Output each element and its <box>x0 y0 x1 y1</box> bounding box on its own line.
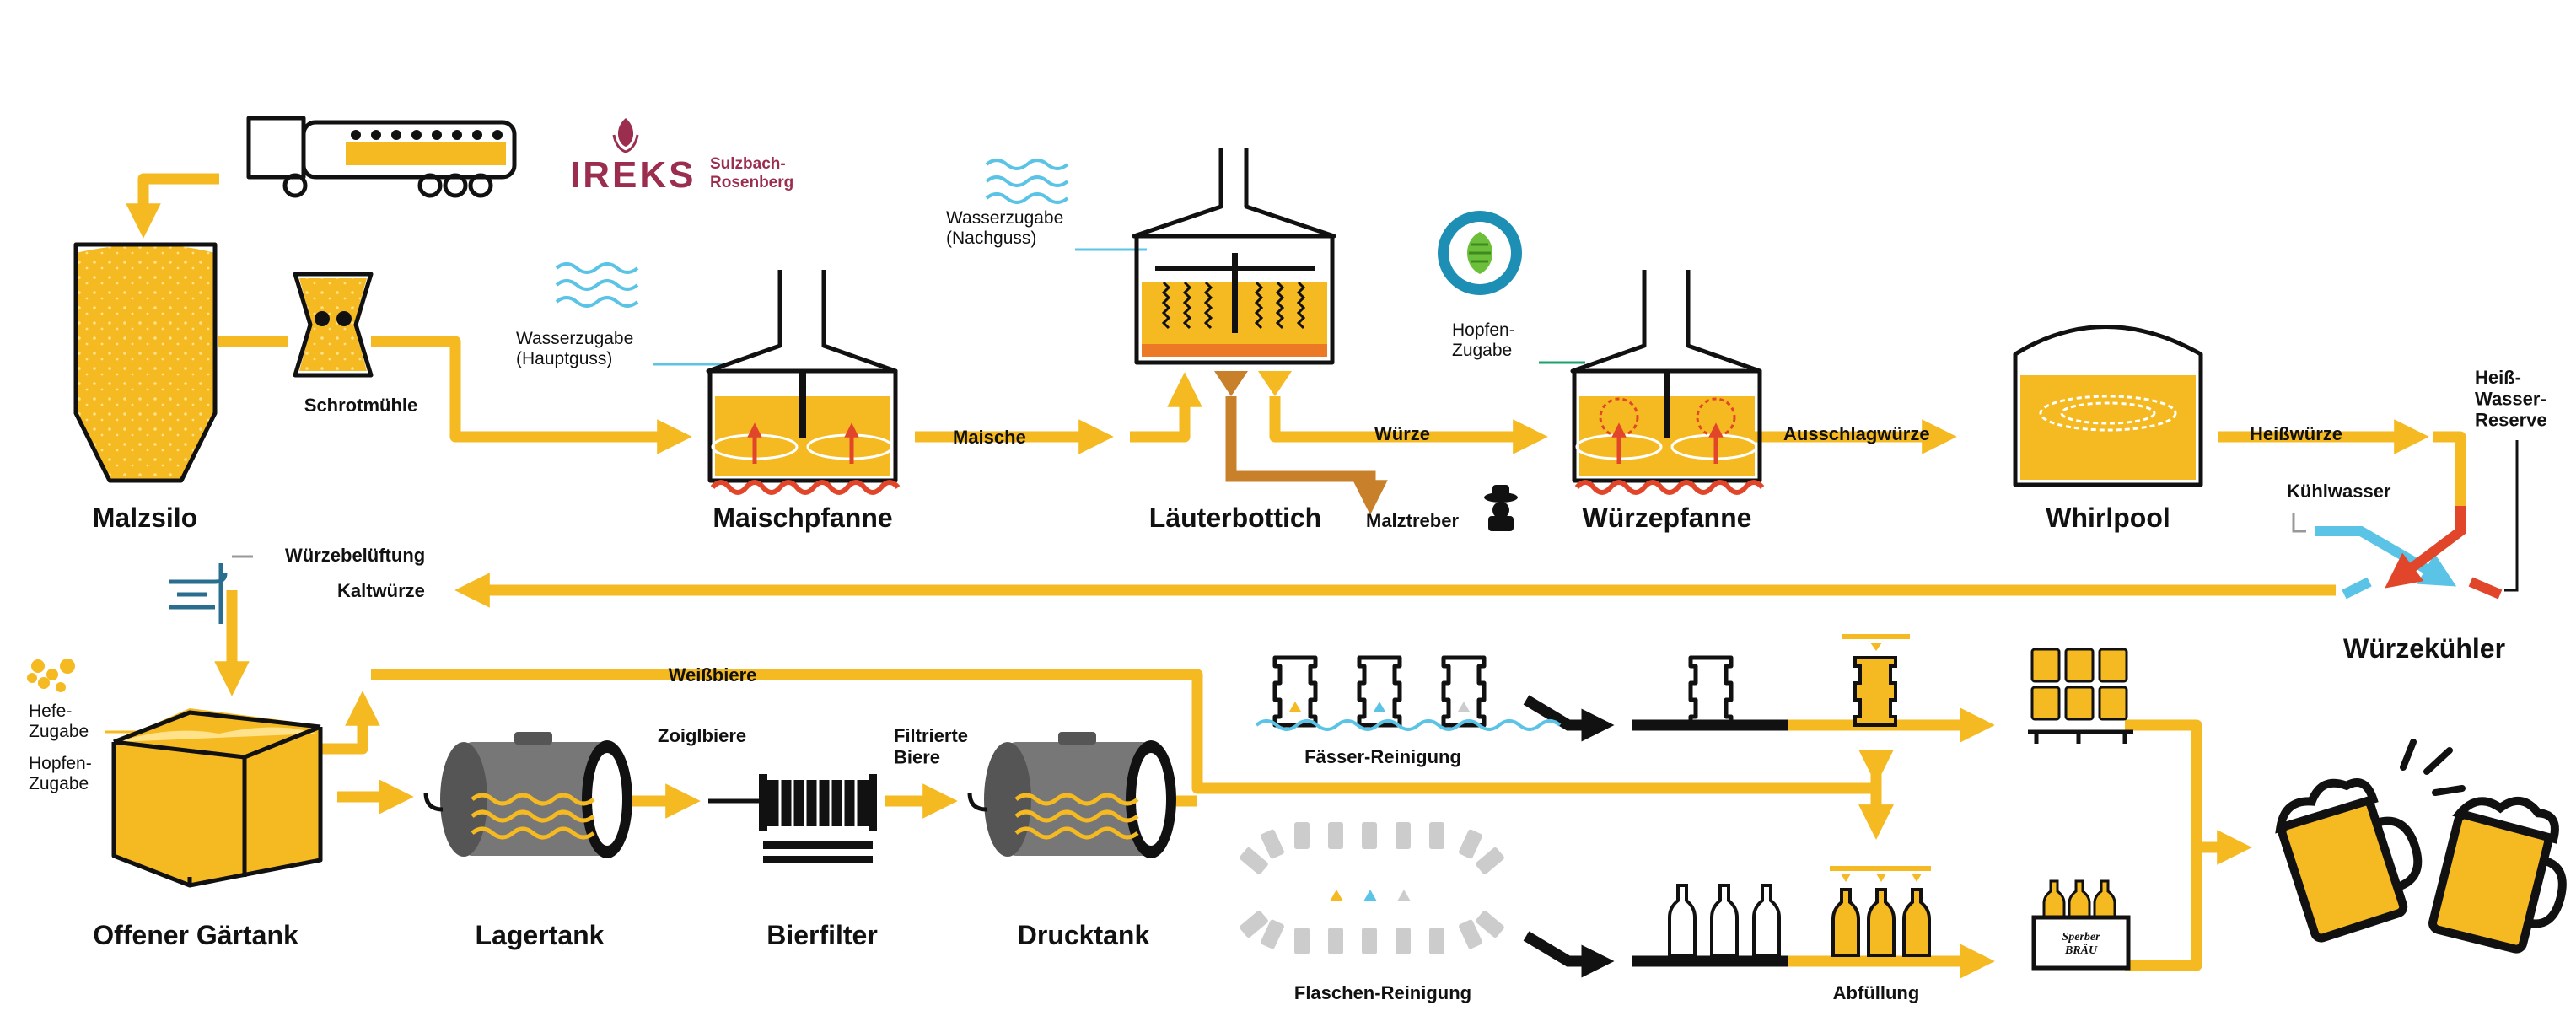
malzsilo-label: Malzsilo <box>93 503 197 533</box>
maischpfanne-label: Maischpfanne <box>713 503 892 533</box>
hopfen-zugabe-2-label: Hopfen-Zugabe <box>29 754 92 793</box>
yeast-icon <box>27 659 75 692</box>
laeuterbottich-icon <box>1132 148 1336 396</box>
ireks-logo: IREKS Sulzbach-Rosenberg <box>570 118 793 196</box>
abfuellung-label: Abfüllung <box>1833 982 1920 1003</box>
hallertau-seal-icon <box>1438 211 1522 295</box>
bierfilter-icon <box>708 774 877 863</box>
hefe-zugabe-label: Hefe-Zugabe <box>29 702 89 741</box>
keg-icon <box>1688 655 1734 728</box>
filled-bottles-icon <box>1830 866 1931 957</box>
lagertank-icon <box>423 732 632 858</box>
faesser-reinigung-label: Fässer-Reinigung <box>1304 746 1461 767</box>
water-icon <box>985 159 1069 204</box>
wuerzekuehler-label: Würzekühler <box>2343 633 2505 664</box>
heisswasser-reserve-label: Heiß-Wasser-Reserve <box>2475 367 2547 431</box>
conveyor-lines <box>1523 695 1788 978</box>
keg-cleaning-icon <box>1255 655 1562 731</box>
maischpfanne-icon <box>706 270 901 495</box>
schrotmuehle-icon <box>293 272 374 378</box>
weissbiere-label: Weißbiere <box>669 664 757 686</box>
ausschlagwuerze-label: Ausschlagwürze <box>1783 423 1930 444</box>
malztreber-label: Malztreber <box>1366 510 1459 531</box>
bierfilter-label: Bierfilter <box>766 920 878 950</box>
flaschen-reinigung-label: Flaschen-Reinigung <box>1294 982 1471 1003</box>
water-icon <box>555 262 639 308</box>
ireks-brand-text: IREKS <box>570 154 696 196</box>
drucktank-icon <box>967 732 1176 858</box>
cheers-glasses-icon <box>2275 739 2567 954</box>
wuerzebelueftung-label: Würzebelüftung <box>285 545 425 566</box>
wasser-hauptguss-label: Wasserzugabe(Hauptguss) <box>516 329 633 368</box>
lagertank-label: Lagertank <box>476 920 605 950</box>
schrotmuehle-label: Schrotmühle <box>304 395 417 416</box>
laeuterbottich-label: Läuterbottich <box>1149 503 1321 533</box>
gaertank-label: Offener Gärtank <box>93 920 298 950</box>
wuerze-label: Würze <box>1374 423 1430 444</box>
keg-stack-icon <box>2028 648 2133 744</box>
wuerzepfanne-label: Würzepfanne <box>1583 503 1752 533</box>
empty-bottles-icon <box>1668 884 1781 957</box>
wasser-nachguss-label: Wasserzugabe(Nachguss) <box>946 208 1063 248</box>
kaltwuerze-label: Kaltwürze <box>337 580 425 601</box>
malt-truck-icon <box>246 116 517 198</box>
kuehlwasser-label: Kühlwasser <box>2287 481 2391 502</box>
whirlpool-icon <box>2013 325 2203 487</box>
heisswuerze-label: Heißwürze <box>2250 423 2342 444</box>
farmer-icon <box>1484 485 1518 531</box>
aeration-icon <box>169 563 228 624</box>
keg-filling-icon <box>1842 634 1910 727</box>
zoiglbiere-label: Zoiglbiere <box>658 725 746 746</box>
whirlpool-label: Whirlpool <box>2046 503 2170 533</box>
wuerzekuehler-icon <box>2315 506 2503 600</box>
hopfen-zugabe-1-label: Hopfen-Zugabe <box>1452 320 1515 360</box>
maische-label: Maische <box>953 427 1026 448</box>
bottle-cleaning-icon <box>1240 822 1504 954</box>
malzsilo-icon <box>73 242 218 483</box>
gaertank-icon <box>111 708 323 888</box>
ireks-location: Sulzbach-Rosenberg <box>710 155 793 191</box>
wuerzepfanne-icon <box>1570 270 1765 495</box>
drucktank-label: Drucktank <box>1018 920 1150 950</box>
